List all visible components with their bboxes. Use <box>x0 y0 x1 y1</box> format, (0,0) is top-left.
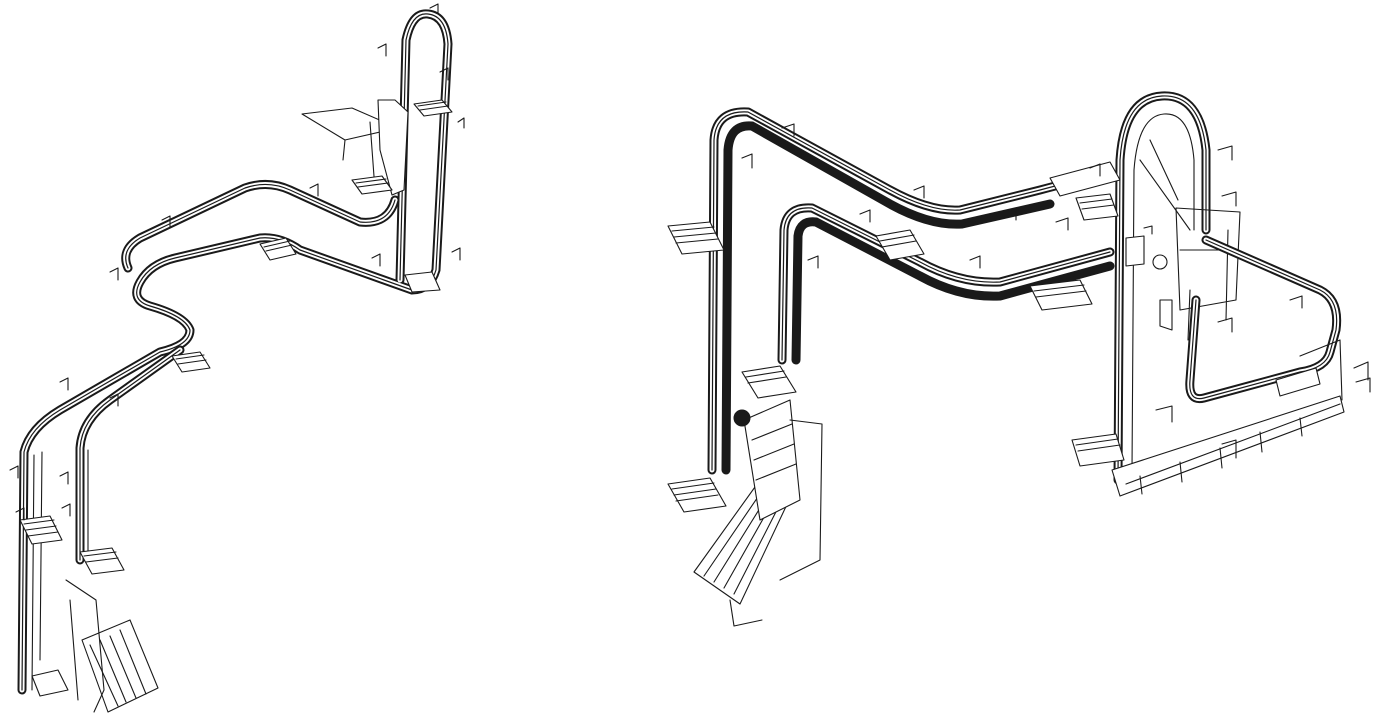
tray-icon <box>79 547 125 575</box>
tray-icon <box>667 477 727 513</box>
tray-icon <box>1029 279 1093 311</box>
left-conveyor-view <box>9 3 465 713</box>
tray-icon <box>413 99 453 117</box>
right-conveyor-view <box>667 91 1371 627</box>
right-discharge-chute <box>693 399 823 627</box>
tray-icon <box>667 221 725 255</box>
left-conveyor-rail <box>17 9 453 695</box>
tray-icon <box>31 669 69 697</box>
tray-icon <box>259 237 297 261</box>
left-discharge-chute <box>65 579 159 713</box>
left-hanger-brackets <box>9 3 465 521</box>
right-hanger-brackets <box>741 123 1371 459</box>
tray-icon <box>351 175 393 195</box>
right-loop-tower <box>1113 91 1211 485</box>
right-lower-loop <box>1111 235 1345 497</box>
right-carrier-trays <box>667 193 1321 513</box>
left-carrier-trays <box>19 99 453 697</box>
tray-icon <box>875 229 925 261</box>
tray-icon <box>1071 433 1125 467</box>
right-support-frame <box>1049 161 1241 341</box>
tray-icon <box>19 515 63 545</box>
tray-icon <box>171 351 211 373</box>
tray-icon <box>404 271 441 293</box>
tray-icon <box>1075 193 1119 221</box>
tray-icon <box>741 365 797 399</box>
left-top-platform <box>301 99 409 196</box>
tray-icon <box>1275 367 1321 397</box>
